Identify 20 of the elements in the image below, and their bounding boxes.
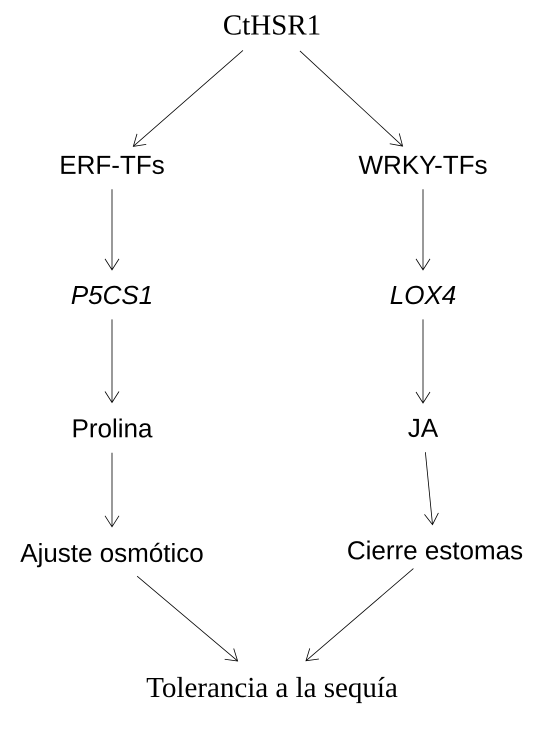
node-label: LOX4 bbox=[390, 286, 456, 304]
arrow bbox=[300, 50, 404, 147]
node-label: Prolina bbox=[74, 418, 152, 438]
arrow bbox=[104, 188, 120, 271]
arrow bbox=[136, 576, 238, 662]
node-label: ERF-TFs bbox=[61, 156, 164, 174]
node-label: Tolerancia a la sequía bbox=[146, 676, 398, 704]
node-label: JA bbox=[408, 418, 438, 438]
arrow bbox=[305, 568, 414, 662]
arrow bbox=[424, 452, 439, 526]
arrow bbox=[104, 452, 120, 528]
arrow bbox=[416, 319, 430, 404]
node-label: Cierre estomas bbox=[348, 540, 522, 560]
node-label: P5CS1 bbox=[72, 286, 151, 304]
arrow bbox=[132, 50, 244, 147]
node-label: WRKY-TFs bbox=[358, 156, 487, 174]
arrow bbox=[416, 188, 430, 271]
node-label: CtHSR1 bbox=[224, 15, 320, 35]
node-label: Ajuste osmótico bbox=[20, 542, 203, 568]
arrow bbox=[104, 319, 120, 404]
